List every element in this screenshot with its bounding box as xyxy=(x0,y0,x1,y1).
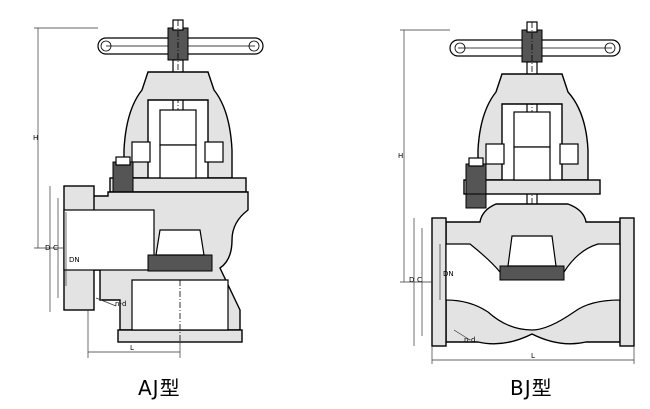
aj-caption: AJ型 xyxy=(138,376,181,400)
bj-right-flange xyxy=(619,217,635,347)
bj-dim-D: D xyxy=(409,276,414,284)
aj-dim-H: H xyxy=(33,134,38,142)
aj-dim-C: C xyxy=(53,244,58,252)
aj-handwheel xyxy=(97,19,264,61)
bj-dim-C: C xyxy=(417,276,422,284)
bj-disc xyxy=(499,265,565,281)
bj-handwheel xyxy=(449,21,621,63)
bj-valve-view: H D C DN L n-d xyxy=(398,21,635,364)
bj-dim-DN: DN xyxy=(443,270,454,278)
aj-disc xyxy=(147,254,213,272)
aj-dim-L: L xyxy=(130,344,134,352)
bj-dim-H: H xyxy=(398,152,403,160)
bj-dim-L: L xyxy=(531,352,535,360)
bj-dimension-lines xyxy=(400,29,635,364)
aj-dim-nd: n-d xyxy=(115,300,126,308)
aj-valve-view: H D C DN L n-d xyxy=(33,19,264,358)
bj-dim-nd: n-d xyxy=(464,336,475,344)
bj-caption: BJ型 xyxy=(510,376,553,400)
aj-dim-D: D xyxy=(45,244,50,252)
aj-yoke xyxy=(123,71,233,179)
bj-yoke xyxy=(477,73,589,181)
bj-left-flange xyxy=(431,217,447,347)
aj-dimension-lines xyxy=(34,27,181,358)
aj-dim-DN: DN xyxy=(69,256,80,264)
